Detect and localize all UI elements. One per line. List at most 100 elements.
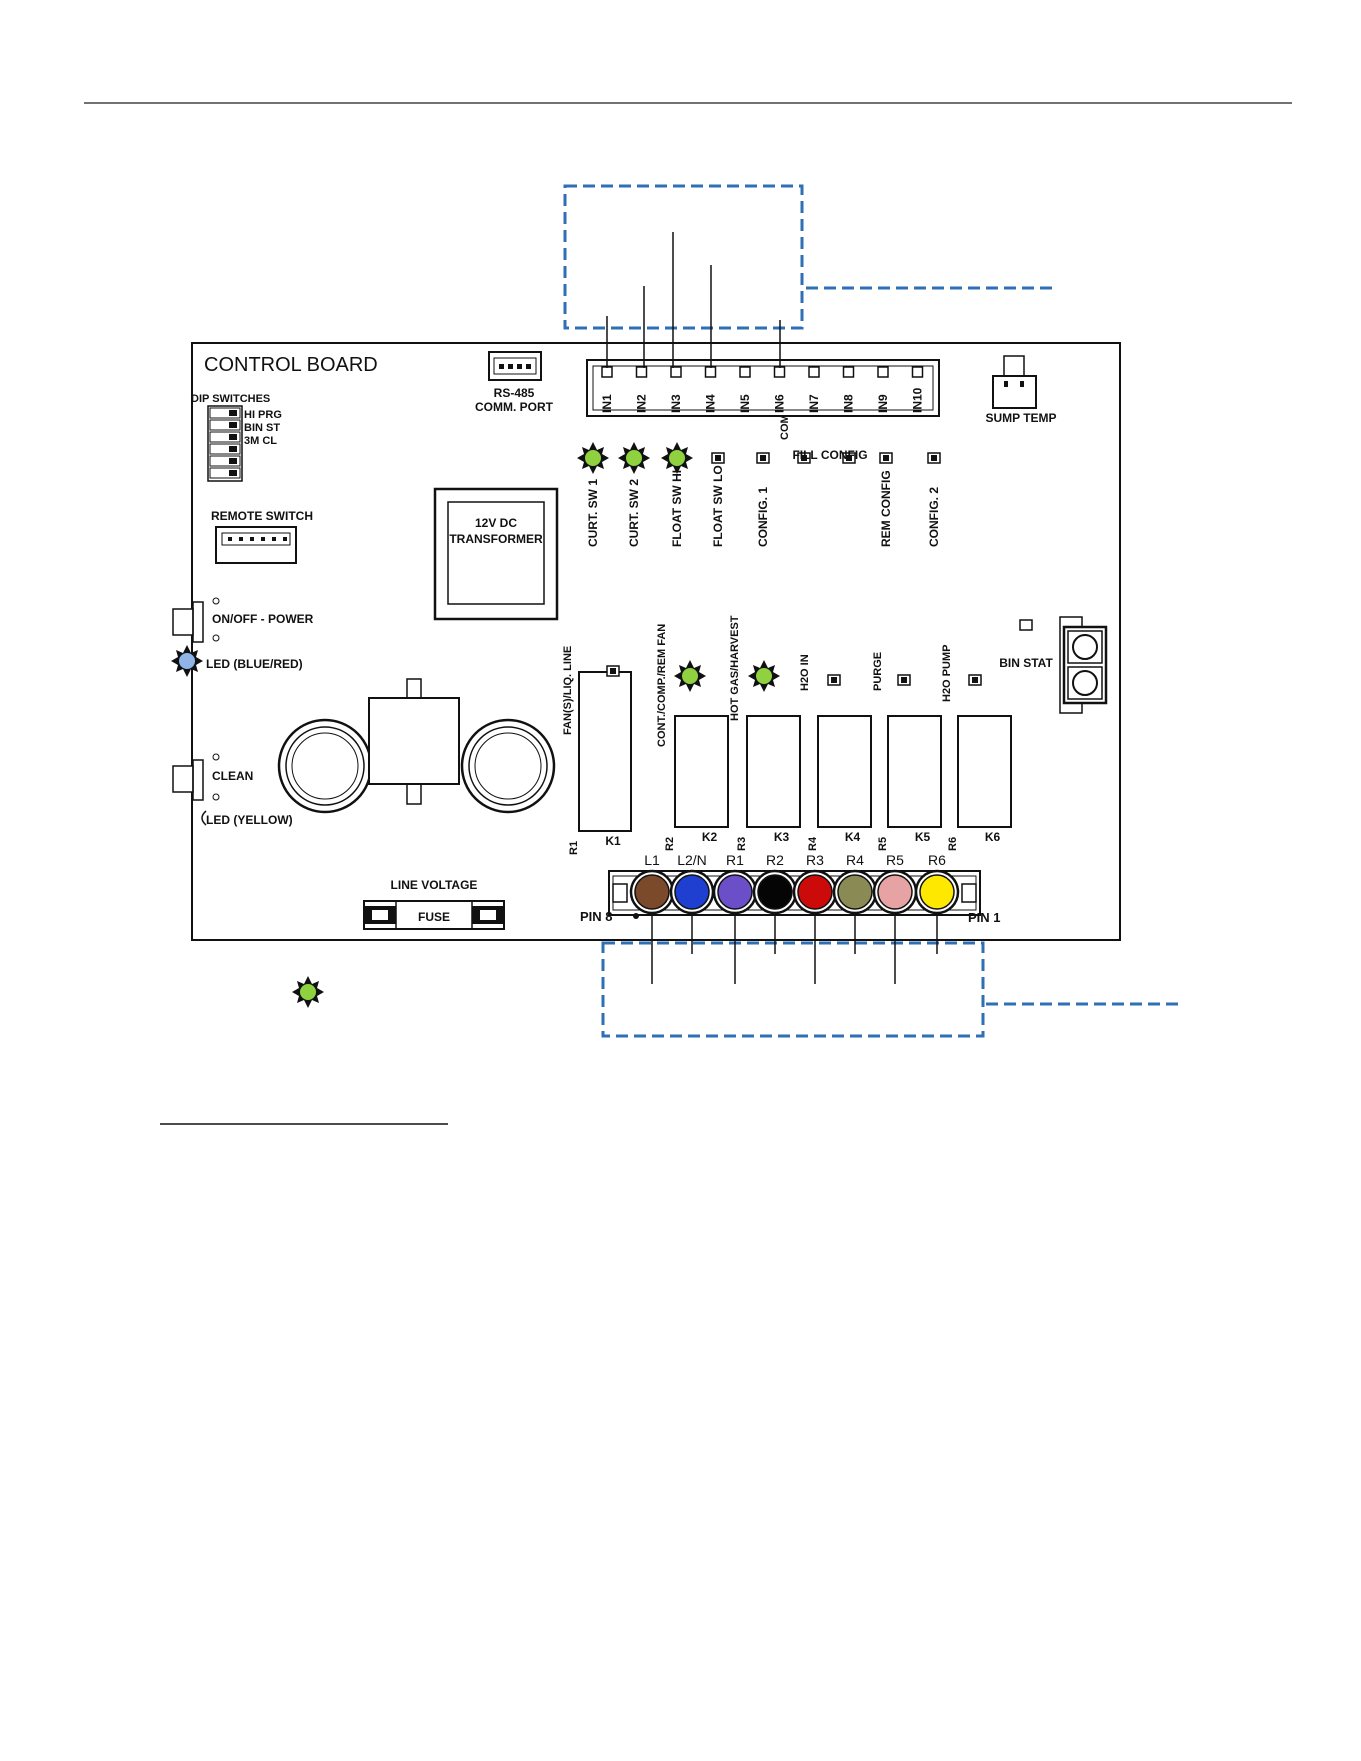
relay-led-off (968, 674, 982, 686)
dip-switch (209, 467, 241, 479)
relay-function-label: HOT GAS/HARVEST (729, 615, 741, 721)
input-led-off (711, 452, 725, 464)
terminal-label-r3: R3 (806, 852, 824, 868)
input-led-on (618, 442, 650, 474)
dip-label-hi-prg: HI PRG (244, 409, 282, 421)
input-pin (808, 366, 820, 378)
terminal-color-dot (877, 874, 913, 910)
dip-switch (209, 455, 241, 467)
input-label-in8: IN8 (842, 394, 856, 413)
input-pin (704, 366, 717, 378)
input-led-label: CONFIG. 2 (927, 487, 941, 547)
power-button: ON/OFF - POWER (172, 597, 314, 643)
pin1-label: PIN 1 (968, 910, 1001, 925)
terminal-label-r2: R2 (766, 852, 784, 868)
terminal-label-r6: R6 (928, 852, 946, 868)
terminal-label-r4: R4 (846, 852, 864, 868)
terminal-label-l1: L1 (644, 852, 660, 868)
terminal-label-r5: R5 (886, 852, 904, 868)
dip-switch (209, 419, 241, 431)
input-pin (773, 366, 786, 378)
input-label-in1: IN1 (600, 394, 614, 413)
input-led-label: FLOAT SW HI (670, 470, 684, 547)
relay-r-label: R1 (568, 841, 580, 855)
relay-k-label: K2 (702, 830, 718, 844)
rs485-label: RS-485 (494, 386, 535, 400)
terminal-label-l2-n: L2/N (677, 852, 707, 868)
relay-k-label: K6 (985, 830, 1001, 844)
terminal-color-dot (837, 874, 873, 910)
transformer-label: TRANSFORMER (449, 532, 543, 546)
relay-area: R1 K1 FAN(S)/LIQ. LINE R2 K2 CONT./COMP./REM … (562, 615, 1012, 855)
relay-r-label: R2 (664, 837, 676, 851)
input-pin (842, 366, 855, 378)
fuse: LINE VOLTAGE FUSE (363, 878, 505, 930)
fill-config-label: FILL CONFIG (792, 448, 867, 462)
fill-config-led (797, 452, 811, 464)
relay-led-on (748, 660, 780, 692)
terminal-color-dot (919, 874, 955, 910)
top-callout (563, 184, 1055, 368)
relay-r-label: R5 (877, 837, 889, 851)
input-led-label: CURT. SW 1 (586, 479, 600, 547)
transformer-voltage-label: 12V DC (475, 516, 517, 530)
dip-switch (209, 407, 241, 419)
clean-led-label: LED (YELLOW) (206, 813, 293, 827)
dip-label-bin-st: BIN ST (244, 422, 280, 434)
terminal-color-dot (674, 874, 710, 910)
rs485-port: RS-485 COMM. PORT (475, 351, 554, 414)
relay-led-off (606, 665, 620, 677)
bin-stat-connector: BIN STAT (999, 616, 1108, 714)
input-led-off (756, 452, 770, 464)
capacitors (277, 678, 556, 814)
remote-switch-label: REMOTE SWITCH (211, 509, 313, 523)
sump-temp-connector: SUMP TEMP (985, 355, 1057, 425)
dip-switch (209, 443, 241, 455)
input-label-in4: IN4 (704, 394, 718, 413)
power-led (171, 645, 203, 677)
line-voltage-label: LINE VOLTAGE (391, 878, 478, 892)
terminal-leader-lines (651, 913, 938, 984)
input-label-in2: IN2 (635, 394, 649, 413)
input-pin (635, 366, 648, 378)
board-title: CONTROL BOARD (204, 354, 378, 376)
input-pin (601, 366, 613, 378)
relay-k-label: K5 (915, 830, 931, 844)
input-label-in6: IN6 (773, 394, 787, 413)
relay-function-label: CONT./COMP./REM FAN (656, 624, 668, 747)
input-led-off (927, 452, 941, 464)
input-led-label: CURT. SW 2 (627, 479, 641, 547)
remote-switch: REMOTE SWITCH (211, 509, 313, 564)
relay-k-label: K1 (605, 834, 621, 848)
relay-function-label: H2O PUMP (941, 645, 953, 702)
relay-function-label: H2O IN (799, 654, 811, 691)
onoff-power-label: ON/OFF - POWER (212, 612, 314, 626)
input-led-label: CONFIG. 1 (756, 487, 770, 547)
relay-k4: R4 K4 H2O IN (799, 654, 872, 851)
dip-switches: DIP SWITCHES HI PRG BIN ST 3M CL (191, 393, 282, 482)
terminal-color-dot (757, 874, 793, 910)
bin-stat-label: BIN STAT (999, 656, 1053, 670)
fuse-label: FUSE (418, 910, 450, 924)
power-led-label: LED (BLUE/RED) (206, 657, 303, 671)
relay-k5: R5 K5 PURGE (872, 652, 942, 851)
relay-function-label: PURGE (872, 652, 884, 691)
input-led-on (577, 442, 609, 474)
relay-r-label: R4 (807, 836, 819, 851)
bottom-callout (601, 941, 1180, 1038)
com-label: COM (779, 414, 791, 440)
input-led-on (661, 442, 693, 474)
relay-function-label: FAN(S)/LIQ. LINE (562, 646, 574, 735)
input-pin (670, 366, 682, 378)
relay-k-label: K4 (845, 830, 861, 844)
relay-led-off (897, 674, 911, 686)
legend-led-icon (292, 976, 324, 1008)
input-label-in7: IN7 (807, 394, 821, 413)
input-pin (877, 366, 889, 378)
terminal-color-dot (717, 874, 753, 910)
